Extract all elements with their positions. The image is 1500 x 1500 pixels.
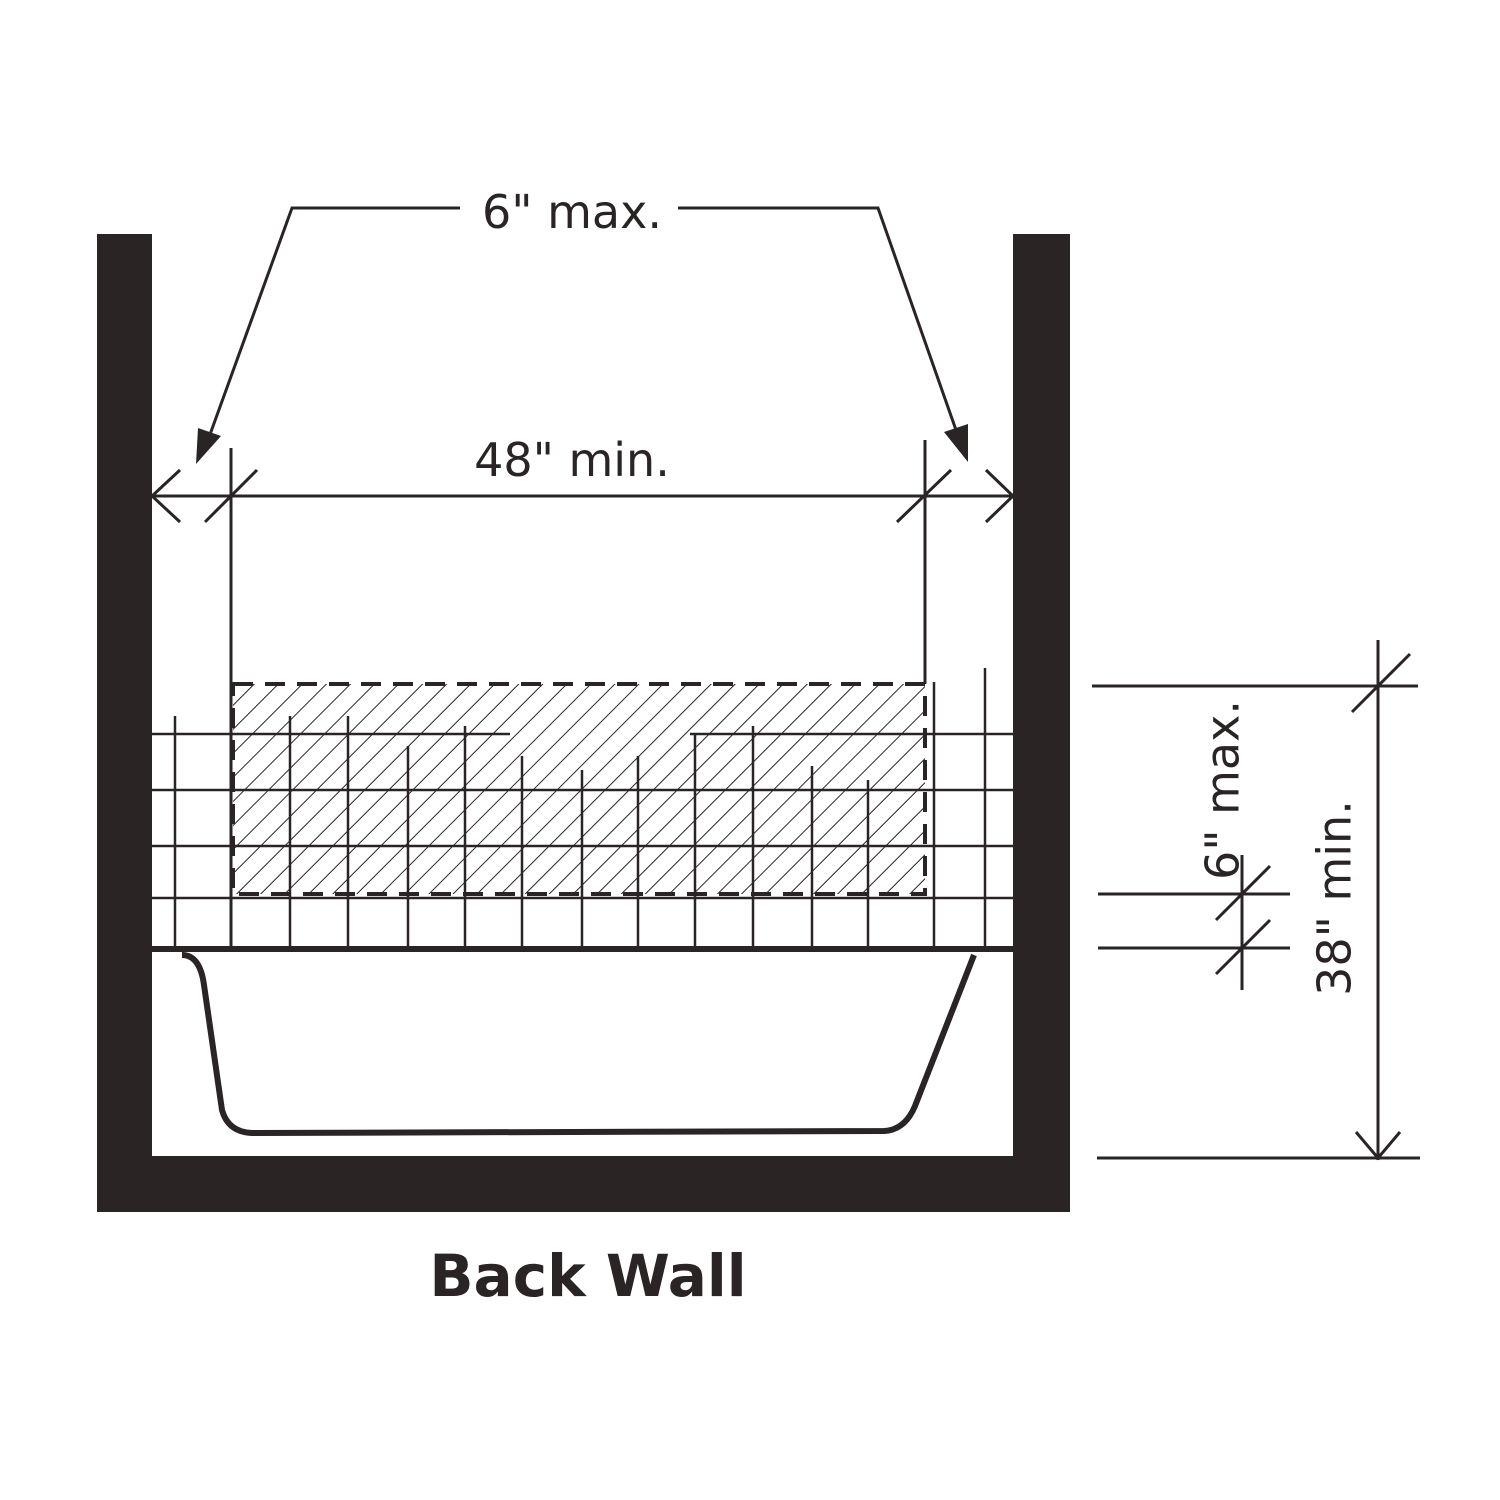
height-min-label: 38" min. [1308,800,1362,996]
top-max-label: 6" max. [482,185,662,239]
width-dimension [149,468,1016,524]
width-min-label: 48" min. [474,433,670,487]
side-max-label: 6" max. [1196,700,1250,880]
diagram-caption: Back Wall [429,1242,746,1310]
height-dimensions [1092,640,1420,1161]
top-max-leaders [196,206,968,464]
grab-bar-zone [231,682,927,896]
bathtub [181,952,977,1137]
